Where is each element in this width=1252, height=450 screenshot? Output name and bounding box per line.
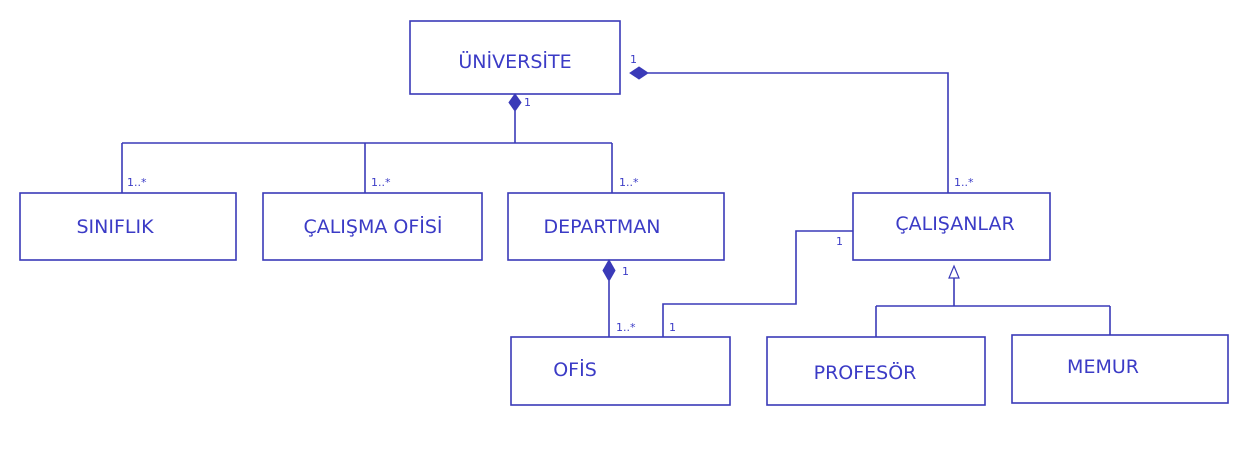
mult-siniflik: 1..* (127, 176, 147, 189)
class-ofis-label: OFİS (553, 358, 597, 381)
class-memur[interactable]: MEMUR (1011, 334, 1229, 404)
mult-universite-right: 1 (630, 53, 637, 66)
universite-bottom-composition-diamond-icon (508, 93, 522, 112)
class-departman-label: DEPARTMAN (544, 216, 661, 238)
mult-departman-top: 1..* (619, 176, 639, 189)
universite-right-composition-diamond-icon (629, 66, 649, 80)
generalization-arrow-icon (948, 264, 960, 279)
departman-composition-diamond-icon (602, 258, 616, 283)
mult-calisanlar-top: 1..* (954, 176, 974, 189)
mult-ofis-right: 1 (669, 321, 676, 334)
class-profesor[interactable]: PROFESÖR (766, 336, 986, 406)
class-departman[interactable]: DEPARTMAN (507, 192, 725, 261)
class-universite[interactable]: ÜNİVERSİTE (409, 20, 621, 95)
class-calisma-ofisi[interactable]: ÇALIŞMA OFİSİ (262, 192, 483, 261)
class-siniflik[interactable]: SINIFLIK (19, 192, 237, 261)
class-calisanlar[interactable]: ÇALIŞANLAR (852, 192, 1051, 261)
class-memur-label: MEMUR (1067, 356, 1139, 378)
universite-calisanlar-connector (648, 72, 949, 193)
class-profesor-label: PROFESÖR (814, 361, 917, 384)
class-ofis[interactable]: OFİS (510, 336, 731, 406)
class-calisma-ofisi-label: ÇALIŞMA OFİSİ (303, 215, 442, 238)
mult-departman-bottom: 1 (622, 265, 629, 278)
mult-ofis-top: 1..* (616, 321, 636, 334)
calisanlar-ofis-association (662, 230, 853, 337)
class-siniflik-label: SINIFLIK (76, 216, 154, 238)
class-calisanlar-label: ÇALIŞANLAR (895, 213, 1014, 235)
mult-calisanlar-left: 1 (836, 235, 843, 248)
mult-universite-bottom: 1 (524, 96, 531, 109)
class-universite-label: ÜNİVERSİTE (458, 50, 571, 73)
mult-calisma-ofisi: 1..* (371, 176, 391, 189)
